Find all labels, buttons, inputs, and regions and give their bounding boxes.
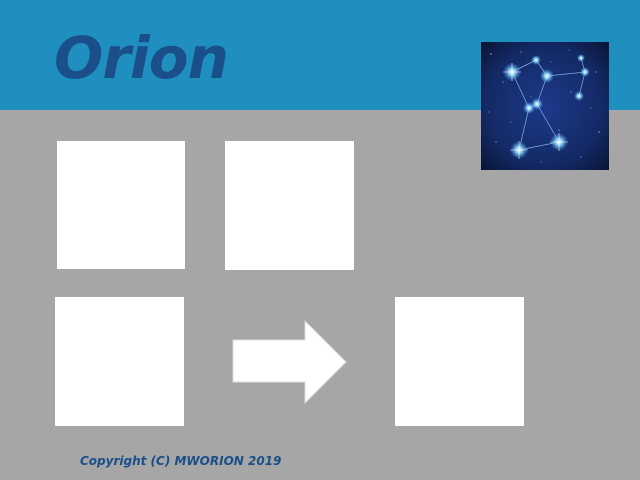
content-tile-2 bbox=[225, 141, 354, 270]
page-title: Orion bbox=[54, 24, 229, 92]
content-tile-3 bbox=[55, 297, 184, 426]
orion-constellation-image bbox=[481, 42, 609, 170]
right-arrow-icon bbox=[232, 320, 347, 404]
copyright-text: Copyright (C) MWORION 2019 bbox=[80, 454, 282, 468]
content-tile-1 bbox=[57, 141, 185, 269]
content-tile-4 bbox=[395, 297, 524, 426]
